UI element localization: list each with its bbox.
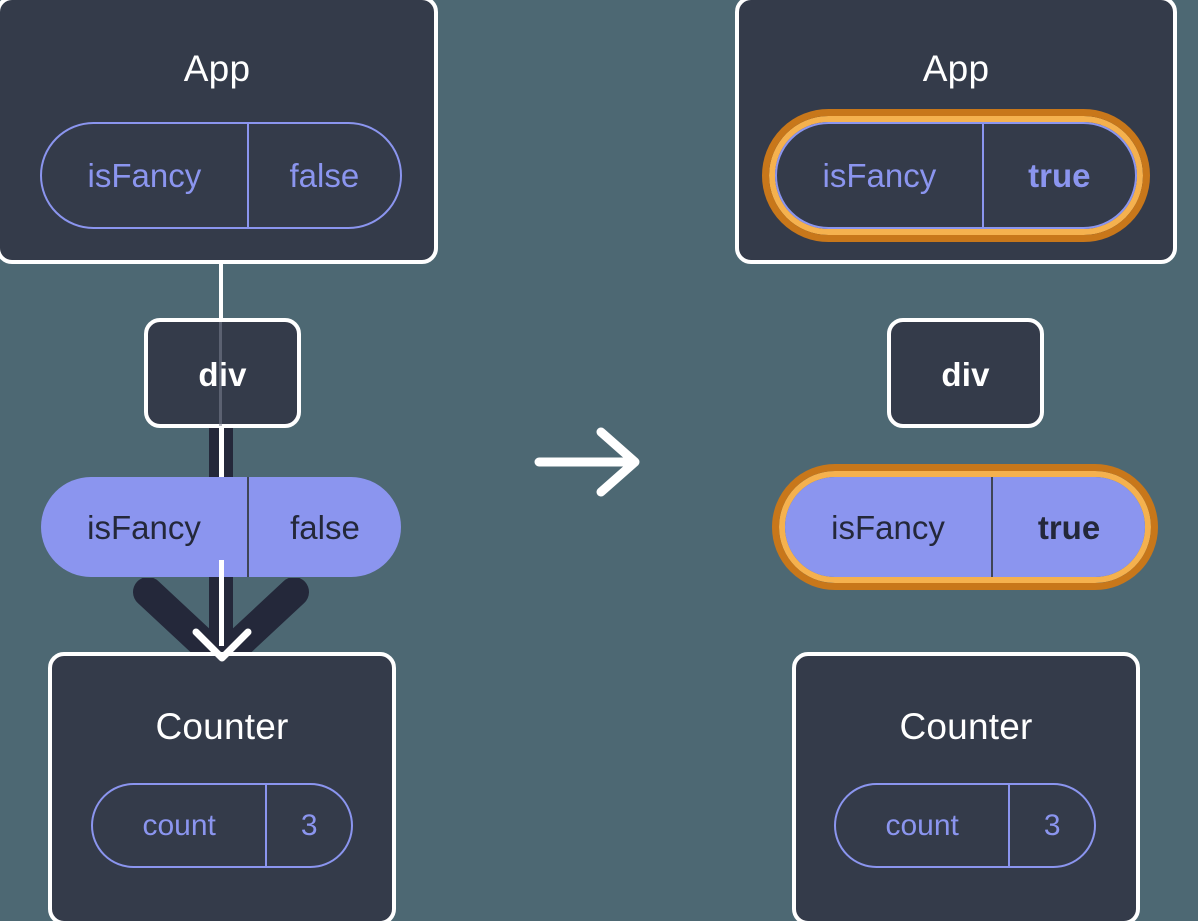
component-box-div[interactable]: div: [887, 318, 1044, 428]
count-pill-key: count: [885, 808, 959, 842]
component-title-app: App: [183, 48, 251, 89]
state-pill-isfancy[interactable]: isFancy true: [775, 122, 1137, 229]
connector-props-to-counter-core: [219, 560, 224, 646]
state-pill-count[interactable]: count 3: [834, 783, 1096, 868]
state-pill-isfancy[interactable]: isFancy false: [40, 122, 402, 229]
component-box-div[interactable]: div: [144, 318, 301, 428]
state-pill-key: isFancy: [87, 157, 202, 194]
arrow-down-icon: [186, 606, 258, 668]
component-title-app: App: [922, 48, 990, 89]
panel-after: App isFancy true div isFancy true: [599, 0, 1198, 921]
component-title-div: div: [198, 356, 247, 393]
component-title-div: div: [941, 356, 990, 393]
props-pill-isfancy[interactable]: isFancy false: [41, 477, 401, 577]
props-pill-key: isFancy: [87, 508, 201, 546]
component-title-counter: Counter: [155, 706, 289, 747]
props-pill-key: isFancy: [831, 508, 945, 546]
arrow-right-icon: [533, 424, 645, 500]
connector-app-to-div: [219, 264, 223, 322]
count-pill-key: count: [142, 808, 216, 842]
state-pill-key: isFancy: [822, 157, 937, 194]
props-pill-value: true: [991, 477, 1145, 577]
state-pill-value: false: [246, 124, 400, 227]
connector-through-div: [219, 322, 222, 426]
state-pill-count[interactable]: count 3: [91, 783, 353, 868]
state-pill-value: true: [981, 124, 1135, 227]
count-pill-value: 3: [1008, 785, 1094, 866]
count-pill-value: 3: [265, 785, 351, 866]
props-pill-value: false: [247, 477, 401, 577]
panel-before: App isFancy false div isFancy false Coun…: [0, 0, 438, 921]
props-pill-isfancy[interactable]: isFancy true: [785, 477, 1145, 577]
connector-div-to-props-core: [219, 424, 224, 486]
component-title-counter: Counter: [899, 706, 1033, 747]
